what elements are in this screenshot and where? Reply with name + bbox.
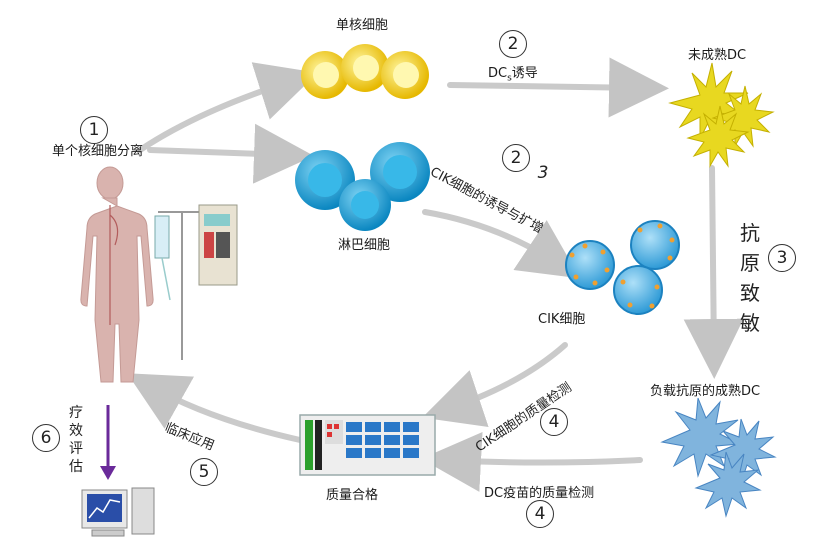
- loaded-dc-label: 负载抗原的成熟DC: [650, 384, 761, 399]
- dc-induction-suffix: 诱导: [511, 66, 538, 81]
- lymphocyte-cells: [295, 142, 430, 231]
- dc-vaccine-quality-label: DC疫苗的质量检测: [484, 486, 595, 501]
- efficacy-eval-label: 疗 效 评 估: [68, 404, 84, 476]
- efficacy-char: 效: [69, 423, 83, 439]
- computer: [81, 487, 155, 537]
- dc-induction-label: DCs诱导: [488, 62, 538, 84]
- step-1-badge: 1: [80, 116, 108, 144]
- efficacy-arrow: [100, 405, 116, 480]
- antigen-char: 原: [740, 251, 760, 275]
- step-3-badge: 3: [530, 160, 556, 186]
- iv-drip-equipment: [154, 204, 238, 360]
- step-2-badge: 2: [502, 144, 530, 172]
- step-2-badge: 2: [499, 30, 527, 58]
- antigen-char: 敏: [740, 311, 760, 335]
- quality-panel: [299, 414, 436, 476]
- human-figure: [80, 166, 154, 383]
- immature-dc-cells: [668, 62, 775, 168]
- separation-label: 单个核细胞分离: [52, 144, 144, 159]
- antigen-char: 抗: [740, 221, 760, 245]
- step-3-badge: 3: [768, 244, 796, 272]
- immature-dc-label: 未成熟DC: [688, 48, 747, 63]
- quality-pass-label: 质量合格: [326, 488, 379, 503]
- efficacy-char: 疗: [69, 405, 83, 421]
- mature-dc-cells: [660, 397, 777, 518]
- efficacy-char: 估: [69, 459, 83, 475]
- mononuclear-label: 单核细胞: [336, 18, 389, 33]
- antigen-sensitization-label: 抗 原 致 敏: [738, 218, 762, 338]
- step-4-badge: 4: [526, 500, 554, 528]
- step-5-badge: 5: [190, 458, 218, 486]
- dc-induction-prefix: DC: [488, 66, 508, 81]
- cik-cell-label: CIK细胞: [538, 312, 586, 327]
- step-6-badge: 6: [32, 424, 60, 452]
- mononuclear-cells: [301, 44, 429, 99]
- lymphocyte-label: 淋巴细胞: [338, 238, 391, 253]
- step-4-badge: 4: [540, 408, 568, 436]
- flow-arrows: [127, 57, 744, 492]
- antigen-char: 致: [740, 281, 760, 305]
- cik-cells: [565, 220, 680, 315]
- efficacy-char: 评: [69, 441, 83, 457]
- dc-induction-sub: s: [507, 73, 512, 84]
